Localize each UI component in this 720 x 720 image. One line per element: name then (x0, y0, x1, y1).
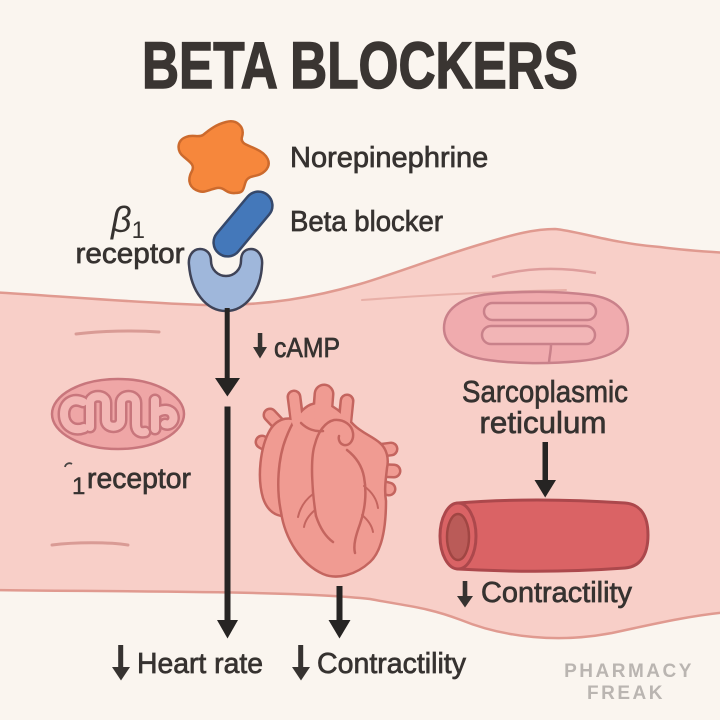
svg-text:1: 1 (72, 473, 85, 500)
svg-text:Contractility: Contractility (481, 577, 632, 609)
svg-text:receptor: receptor (87, 463, 191, 495)
svg-text:cAMP: cAMP (274, 332, 340, 363)
svg-text:Sarcoplasmic: Sarcoplasmic (462, 374, 628, 409)
svg-text:β1: β1 (110, 199, 145, 244)
svg-text:BETA BLOCKERS: BETA BLOCKERS (142, 28, 578, 102)
svg-text:Heart rate: Heart rate (137, 648, 263, 680)
svg-text:Beta blocker: Beta blocker (290, 206, 443, 238)
svg-text:PHARMACY: PHARMACY (564, 661, 694, 682)
svg-text:reticulum: reticulum (480, 405, 607, 440)
svg-text:Contractility: Contractility (317, 648, 466, 680)
svg-text:Norepinephrine: Norepinephrine (290, 142, 488, 174)
svg-text:receptor: receptor (76, 238, 185, 270)
svg-text:FREAK: FREAK (587, 683, 665, 704)
